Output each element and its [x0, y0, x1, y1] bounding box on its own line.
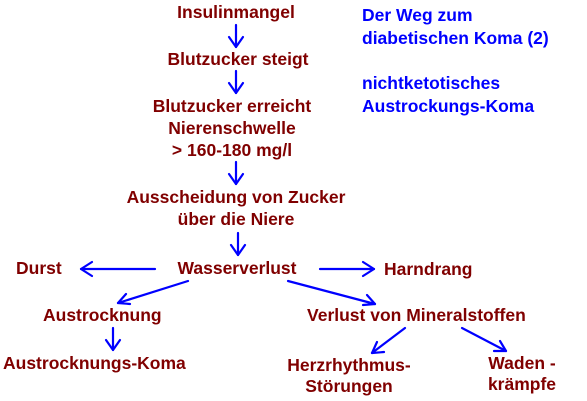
title-line-2: diabetischen Koma (2)	[362, 28, 549, 48]
node-ausscheidung-line-2: über die Niere	[177, 209, 295, 229]
arrow-ausscheidung-to-wasserverlust	[229, 231, 247, 257]
arrow-steigt-to-nierenschwelle	[227, 69, 245, 95]
node-insulinmangel: Insulinmangel	[177, 2, 295, 22]
arrow-to-austrocknungs-koma	[104, 326, 122, 352]
node-austrocknungs-koma: Austrocknungs-Koma	[3, 353, 186, 373]
arrow-insulin-to-blutzucker	[227, 23, 245, 49]
node-wasserverlust: Wasserverlust	[177, 258, 297, 278]
arrow-to-herzrhythmus	[370, 326, 407, 355]
node-wadenkraempfe-line-2: krämpfe	[487, 374, 557, 394]
node-nierenschwelle-line-3: > 160-180 mg/l	[171, 140, 293, 160]
node-austrocknung: Austrocknung	[43, 305, 162, 325]
subtitle-line-2: Austrockungs-Koma	[362, 96, 535, 116]
arrow-nierenschwelle-to-ausscheidung	[227, 160, 245, 186]
node-mineralstoffe: Verlust von Mineralstoffen	[307, 305, 526, 325]
arrow-to-austrocknung	[116, 279, 190, 306]
arrow-to-harndrang	[318, 260, 376, 278]
node-herzrhythmus-line-2: Störungen	[305, 376, 393, 396]
node-durst: Durst	[16, 258, 62, 278]
node-nierenschwelle-line-2: Nierenschwelle	[168, 118, 296, 138]
node-harndrang: Harndrang	[384, 259, 473, 279]
arrow-to-mineralstoffe	[286, 279, 377, 307]
node-herzrhythmus-line-1: Herzrhythmus-	[287, 355, 411, 375]
subtitle-line-1: nichtketotisches	[362, 73, 501, 93]
arrow-to-wadenkraempfe	[460, 326, 508, 353]
title-line-1: Der Weg zum	[362, 5, 473, 25]
node-blutzucker-steigt: Blutzucker steigt	[167, 49, 309, 69]
arrow-to-durst	[79, 260, 157, 278]
node-wadenkraempfe-line-1: Waden -	[488, 353, 556, 373]
node-nierenschwelle-line-1: Blutzucker erreicht	[152, 96, 312, 116]
node-ausscheidung-line-1: Ausscheidung von Zucker	[126, 187, 346, 207]
